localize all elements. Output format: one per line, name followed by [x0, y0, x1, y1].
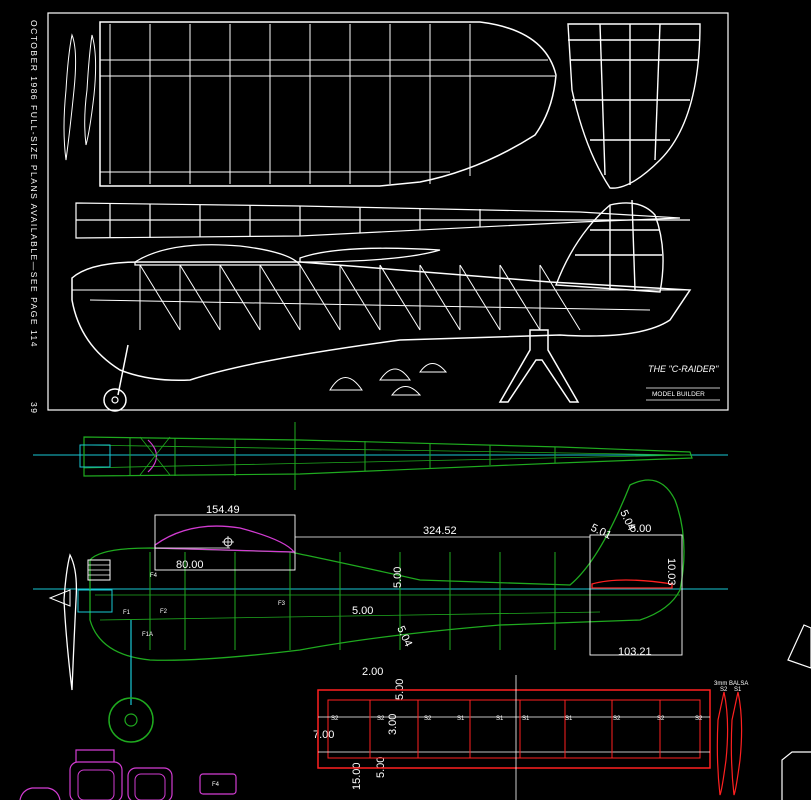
label-f4: F4 — [150, 573, 158, 579]
wing-plan-view — [99, 21, 557, 187]
plan-title: THE "C-RAIDER" — [648, 364, 719, 374]
plan-page-number: 39 — [29, 402, 39, 414]
dim-5-00-fin: 5.00 — [630, 523, 651, 535]
dim-80-00: 80.00 — [176, 559, 204, 571]
dimension-labels: 154.49 80.00 324.52 5.00 5.00 5.04 5.01 … — [176, 504, 677, 790]
wing-rib-label: S2 — [331, 716, 339, 722]
dim-7-00: 7.00 — [313, 729, 334, 741]
label-f4-part: F4 — [212, 782, 220, 788]
fin-side-view — [555, 199, 664, 293]
dim-5-00-vert: 5.00 — [392, 567, 404, 588]
plan-border — [47, 12, 729, 411]
former-templates — [329, 363, 448, 396]
stand-drawing — [498, 329, 580, 403]
fuselage-top-view — [75, 202, 690, 239]
dim-5-04-low: 5.04 — [394, 624, 414, 648]
cad-fuselage-top — [33, 422, 728, 490]
title-block: THE "C-RAIDER" MODEL BUILDER — [646, 364, 720, 401]
dim-5-01: 5.01 — [589, 522, 613, 542]
label-rib-s1: S1 — [734, 687, 742, 693]
label-f1a: F1A — [142, 632, 153, 638]
stab-section — [591, 579, 673, 589]
propeller — [63, 553, 78, 691]
edge-fragments — [781, 624, 811, 800]
dim-2-00: 2.00 — [362, 666, 383, 678]
wing-rib-label: S2 — [613, 716, 621, 722]
plan-sheet: OCTOBER 1986 FULL-SIZE PLANS AVAILABLE—S… — [29, 12, 729, 414]
stab-plan-view — [567, 23, 701, 189]
former-labels: F1 F1A F2 F3 F4 — [123, 573, 286, 638]
wing-panel-cad: S2 S2 S2 S1 S1 S1 S1 S2 S2 S2 — [317, 675, 711, 800]
dim-324-52: 324.52 — [423, 525, 457, 537]
dim-5-00-center: 5.00 — [352, 605, 373, 617]
label-f3: F3 — [278, 601, 286, 607]
label-f2: F2 — [160, 609, 168, 615]
wing-rib-label: S1 — [522, 716, 530, 722]
wing-section — [154, 525, 296, 553]
wing-rib-label: S2 — [657, 716, 665, 722]
dim-3-00: 3.00 — [387, 714, 399, 735]
rib-templates — [63, 33, 97, 161]
wing-rib-label: S2 — [695, 716, 703, 722]
balsa-rib-sections: 3mm BALSA S2 S1 — [714, 681, 748, 796]
wing-rib-label: S1 — [565, 716, 573, 722]
label-f1: F1 — [123, 610, 131, 616]
plan-publisher: MODEL BUILDER — [652, 391, 705, 398]
cad-fuselage-side — [33, 479, 728, 743]
label-balsa: 3mm BALSA — [714, 681, 748, 687]
wing-rib-label: S2 — [377, 716, 385, 722]
wing-rib-label: S1 — [496, 716, 504, 722]
former-parts: F4 — [19, 749, 237, 800]
wing-rib-label: S2 — [424, 716, 432, 722]
fuselage-side-view — [71, 244, 692, 412]
dim-103-21: 103.21 — [618, 646, 652, 658]
dim-15-00: 15.00 — [351, 762, 363, 790]
plan-side-note: OCTOBER 1986 FULL-SIZE PLANS AVAILABLE—S… — [29, 20, 39, 348]
dim-154-49: 154.49 — [206, 504, 240, 516]
wheel — [108, 697, 154, 743]
dim-10-03: 10.03 — [665, 558, 677, 586]
engine-block — [77, 559, 113, 613]
wing-rib-label: S1 — [457, 716, 465, 722]
label-rib-s2: S2 — [720, 687, 728, 693]
